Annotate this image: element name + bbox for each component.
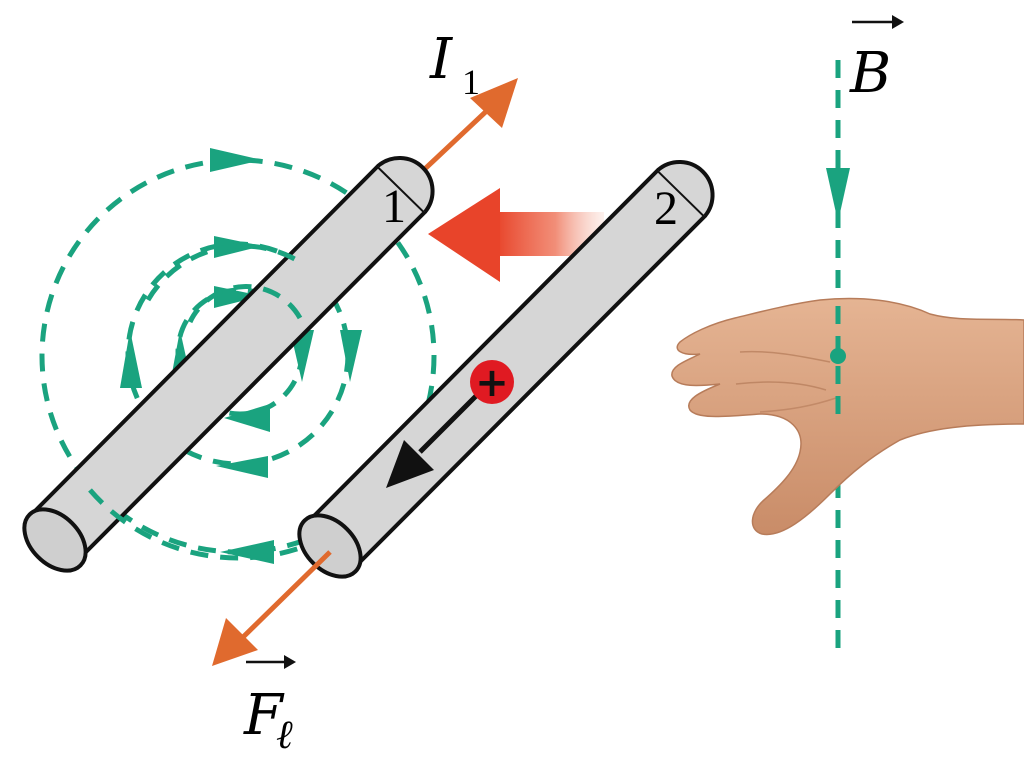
field-arrow-icon bbox=[216, 456, 268, 478]
field-arrow-icon bbox=[224, 404, 270, 432]
force-label: F ℓ bbox=[243, 655, 296, 758]
field-symbol: B bbox=[849, 41, 891, 106]
force-arrow bbox=[212, 550, 332, 666]
current-subscript: 1 bbox=[462, 62, 480, 102]
field-label: B bbox=[849, 15, 904, 106]
field-arrow-icon bbox=[120, 330, 142, 388]
positive-charge: + bbox=[470, 360, 514, 406]
wire-2-number: 2 bbox=[654, 182, 678, 235]
current-label: I 1 bbox=[429, 27, 480, 102]
current-symbol: I bbox=[429, 27, 454, 92]
velocity-arrowhead-icon bbox=[386, 440, 434, 488]
wire-2-end-cap bbox=[297, 513, 363, 579]
vector-arrow-icon bbox=[892, 15, 904, 29]
field-lines-front bbox=[145, 243, 303, 324]
b-field-arrowhead-icon bbox=[826, 168, 850, 222]
field-arrow-icon bbox=[214, 286, 262, 308]
wire-1-end-cap bbox=[22, 507, 88, 573]
charge-sign: + bbox=[475, 360, 509, 406]
field-arrow-icon bbox=[340, 330, 362, 382]
open-hand-icon bbox=[671, 297, 1024, 536]
charge-velocity-arrow bbox=[386, 384, 488, 488]
field-arrow-icon bbox=[214, 236, 262, 258]
vector-arrow-icon bbox=[284, 655, 296, 669]
field-circle-outer-front bbox=[88, 488, 301, 561]
force-arrowhead-icon bbox=[212, 618, 258, 666]
force-symbol: F bbox=[243, 683, 285, 748]
current-arrowhead-icon bbox=[470, 78, 518, 128]
wire-1 bbox=[22, 155, 435, 573]
force-subscript: ℓ bbox=[276, 712, 293, 758]
field-arrow-icon bbox=[220, 540, 274, 564]
wire-1-number: 1 bbox=[382, 180, 406, 233]
plus-charge-icon bbox=[470, 360, 514, 404]
attraction-arrow bbox=[428, 188, 604, 282]
b-field-entry-point bbox=[830, 348, 846, 364]
field-arrow-icon bbox=[210, 148, 262, 172]
